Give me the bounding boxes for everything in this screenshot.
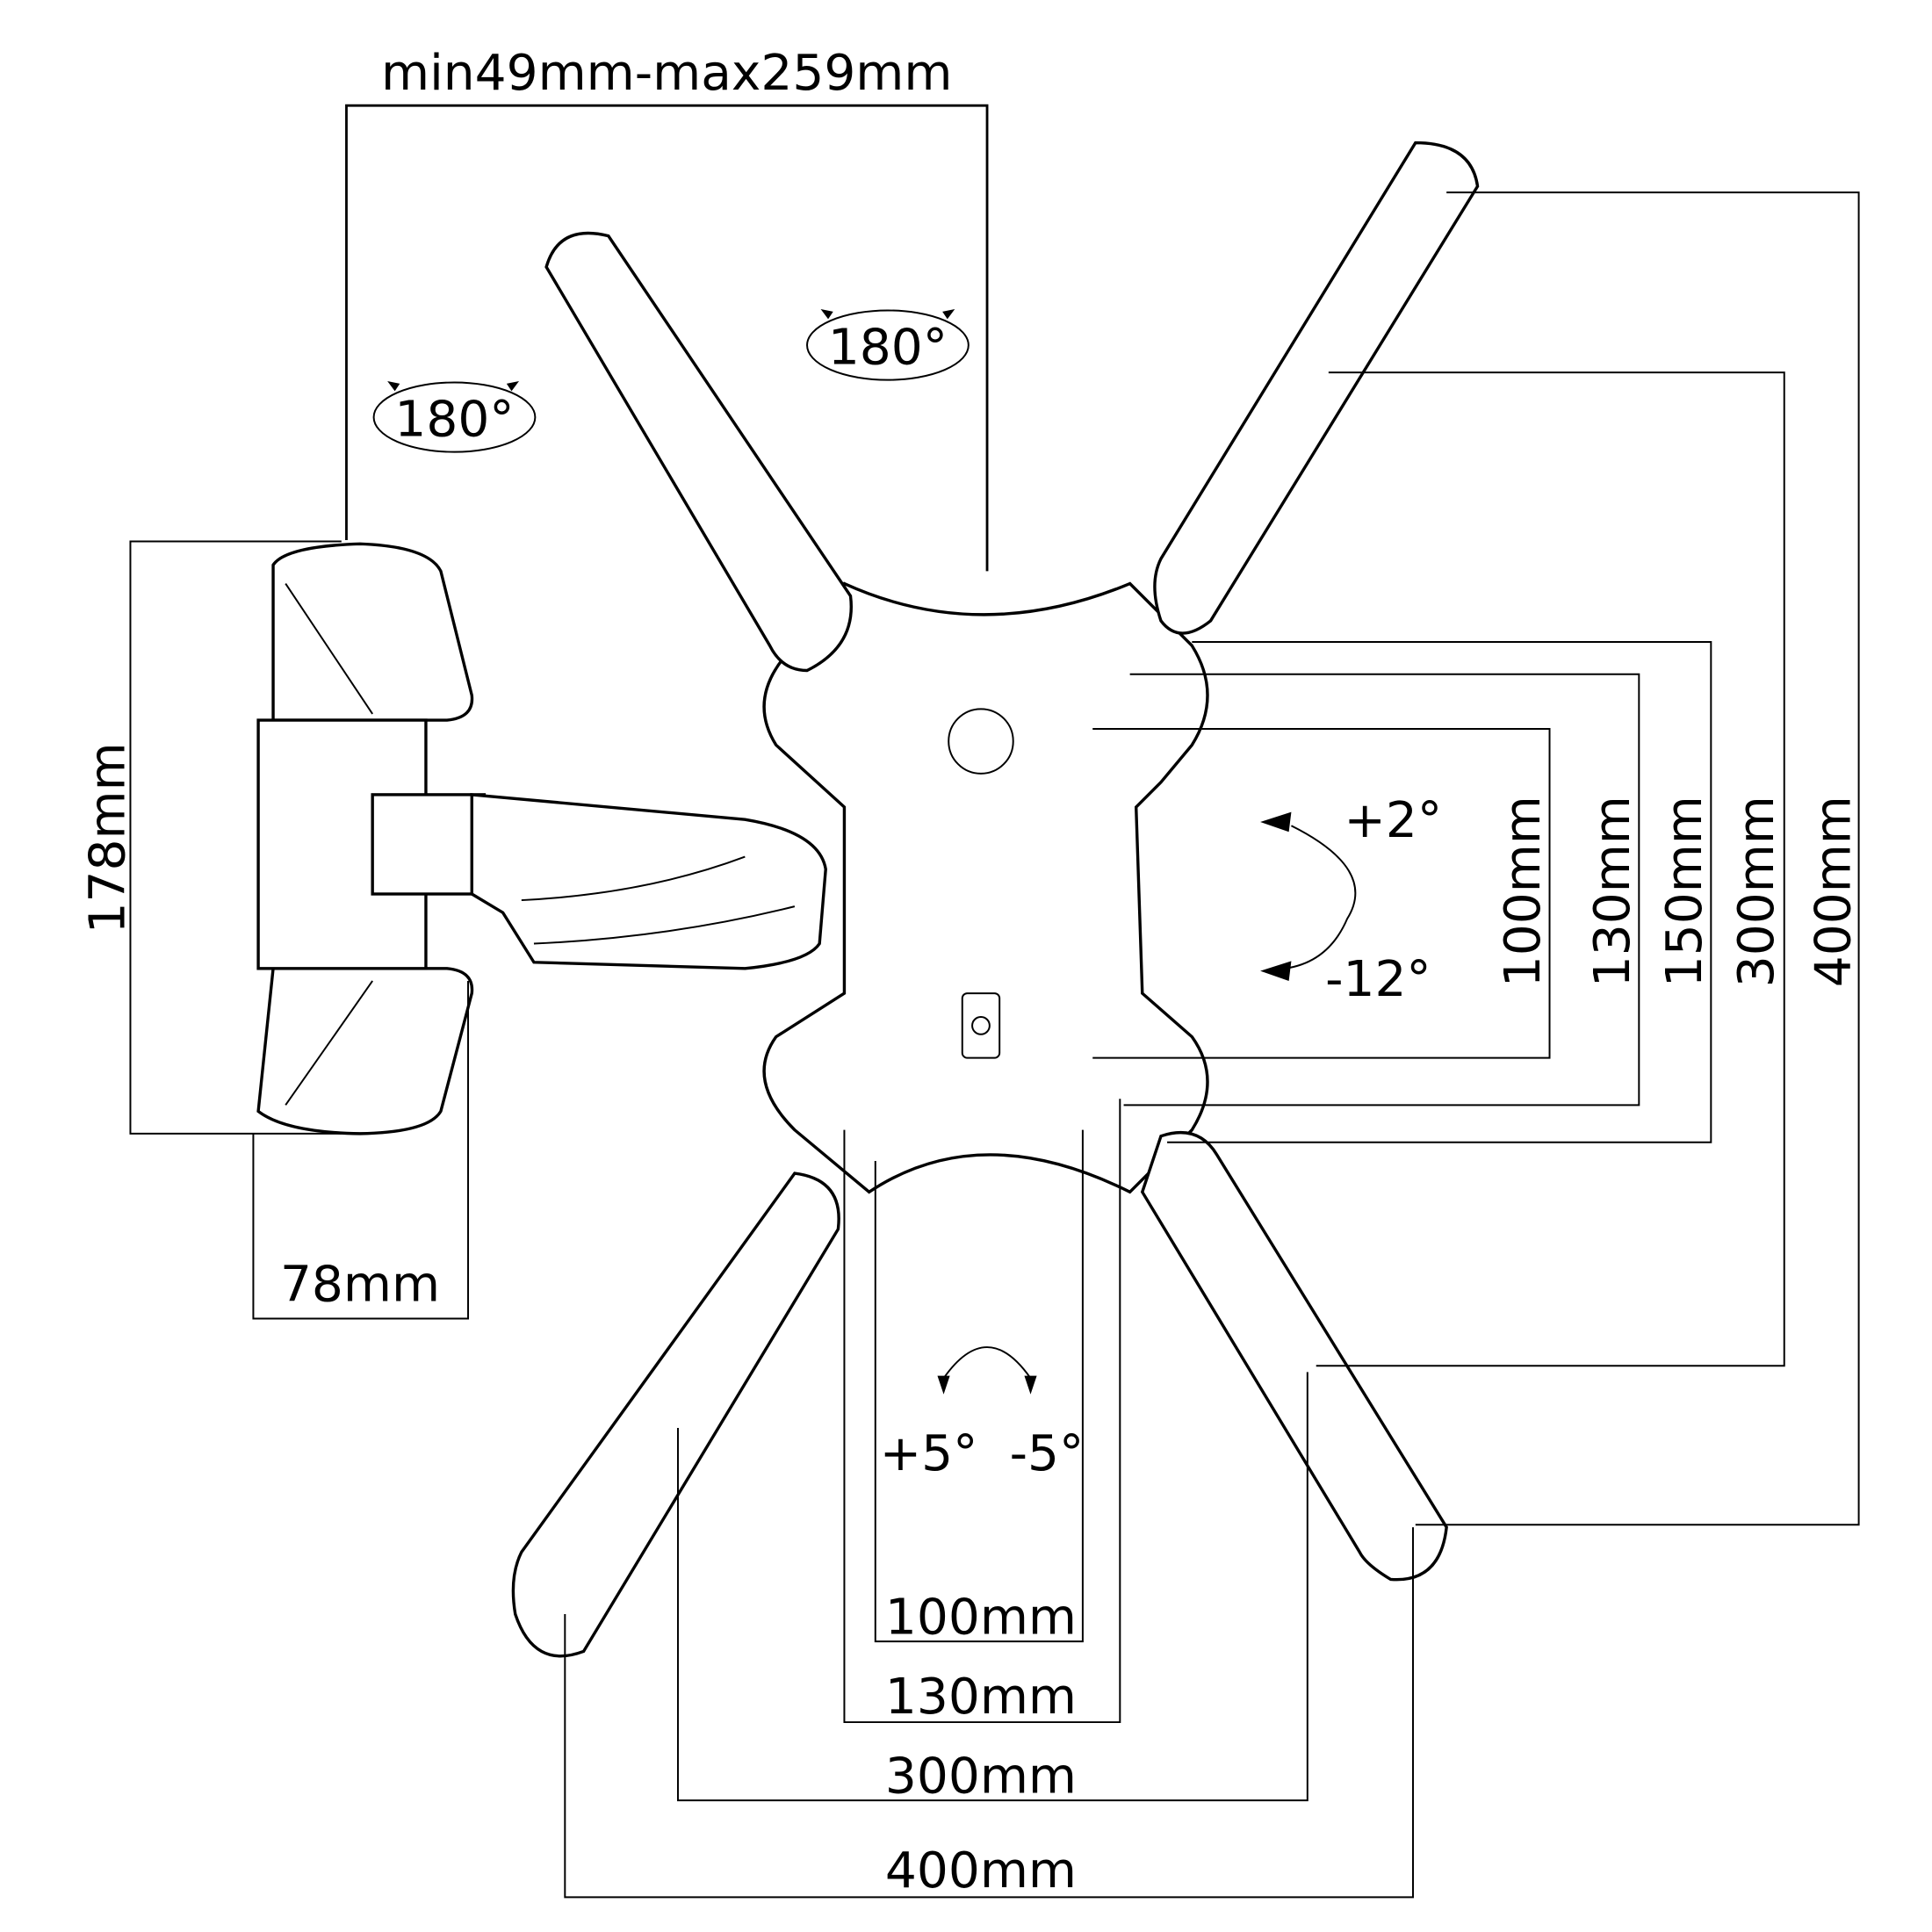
swivel-head-label: 180° bbox=[828, 319, 948, 376]
vesa-plate bbox=[762, 581, 1209, 1194]
bracket-arm-bottom-right bbox=[1140, 1131, 1448, 1582]
vesa-v-300: 300mm bbox=[1728, 796, 1785, 987]
swivel-arm-label: 180° bbox=[394, 391, 514, 448]
tilt-up-label: +2° bbox=[1344, 792, 1443, 849]
wall-plate-height-label: 178mm bbox=[79, 742, 136, 934]
bracket-arm-top-left bbox=[544, 231, 853, 673]
wall-height-dimension: 178mm bbox=[79, 540, 342, 1135]
vesa-h-100: 100mm bbox=[885, 1590, 1077, 1647]
wall-plate bbox=[256, 542, 474, 1135]
vesa-h-300: 300mm bbox=[885, 1748, 1077, 1806]
bracket-arm-top-right bbox=[1153, 141, 1480, 635]
wall-plate-width-label: 78mm bbox=[280, 1257, 440, 1314]
vesa-v-150: 150mm bbox=[1656, 796, 1713, 987]
depth-range-label: min49mm-max259mm bbox=[381, 45, 952, 102]
tilt-down-label: -12° bbox=[1325, 951, 1431, 1008]
depth-dimension: min49mm-max259mm bbox=[345, 45, 989, 572]
wall-width-dimension: 78mm bbox=[252, 980, 470, 1320]
vesa-vertical-dimensions: 100mm 130mm 150mm 300mm 400mm bbox=[1092, 191, 1863, 1526]
articulating-arm bbox=[371, 793, 827, 970]
vesa-v-400: 400mm bbox=[1806, 796, 1863, 987]
swivel-arm-indicator: 180° bbox=[372, 381, 537, 453]
bracket-arm-bottom-left bbox=[511, 1171, 840, 1658]
swivel-head-indicator: 180° bbox=[806, 309, 970, 381]
vesa-horizontal-dimensions: 100mm 130mm 300mm 400mm bbox=[564, 1099, 1414, 1900]
vesa-h-400: 400mm bbox=[885, 1842, 1077, 1900]
tilt-indicator: +2° -12° bbox=[1260, 792, 1442, 1008]
vesa-h-130: 130mm bbox=[885, 1669, 1077, 1726]
rotation-indicator: +5° -5° bbox=[880, 1346, 1085, 1482]
rotate-minus-label: -5° bbox=[1010, 1425, 1085, 1482]
rotate-plus-label: +5° bbox=[880, 1425, 978, 1482]
vesa-v-100: 100mm bbox=[1495, 796, 1552, 987]
vesa-v-130: 130mm bbox=[1584, 796, 1641, 987]
